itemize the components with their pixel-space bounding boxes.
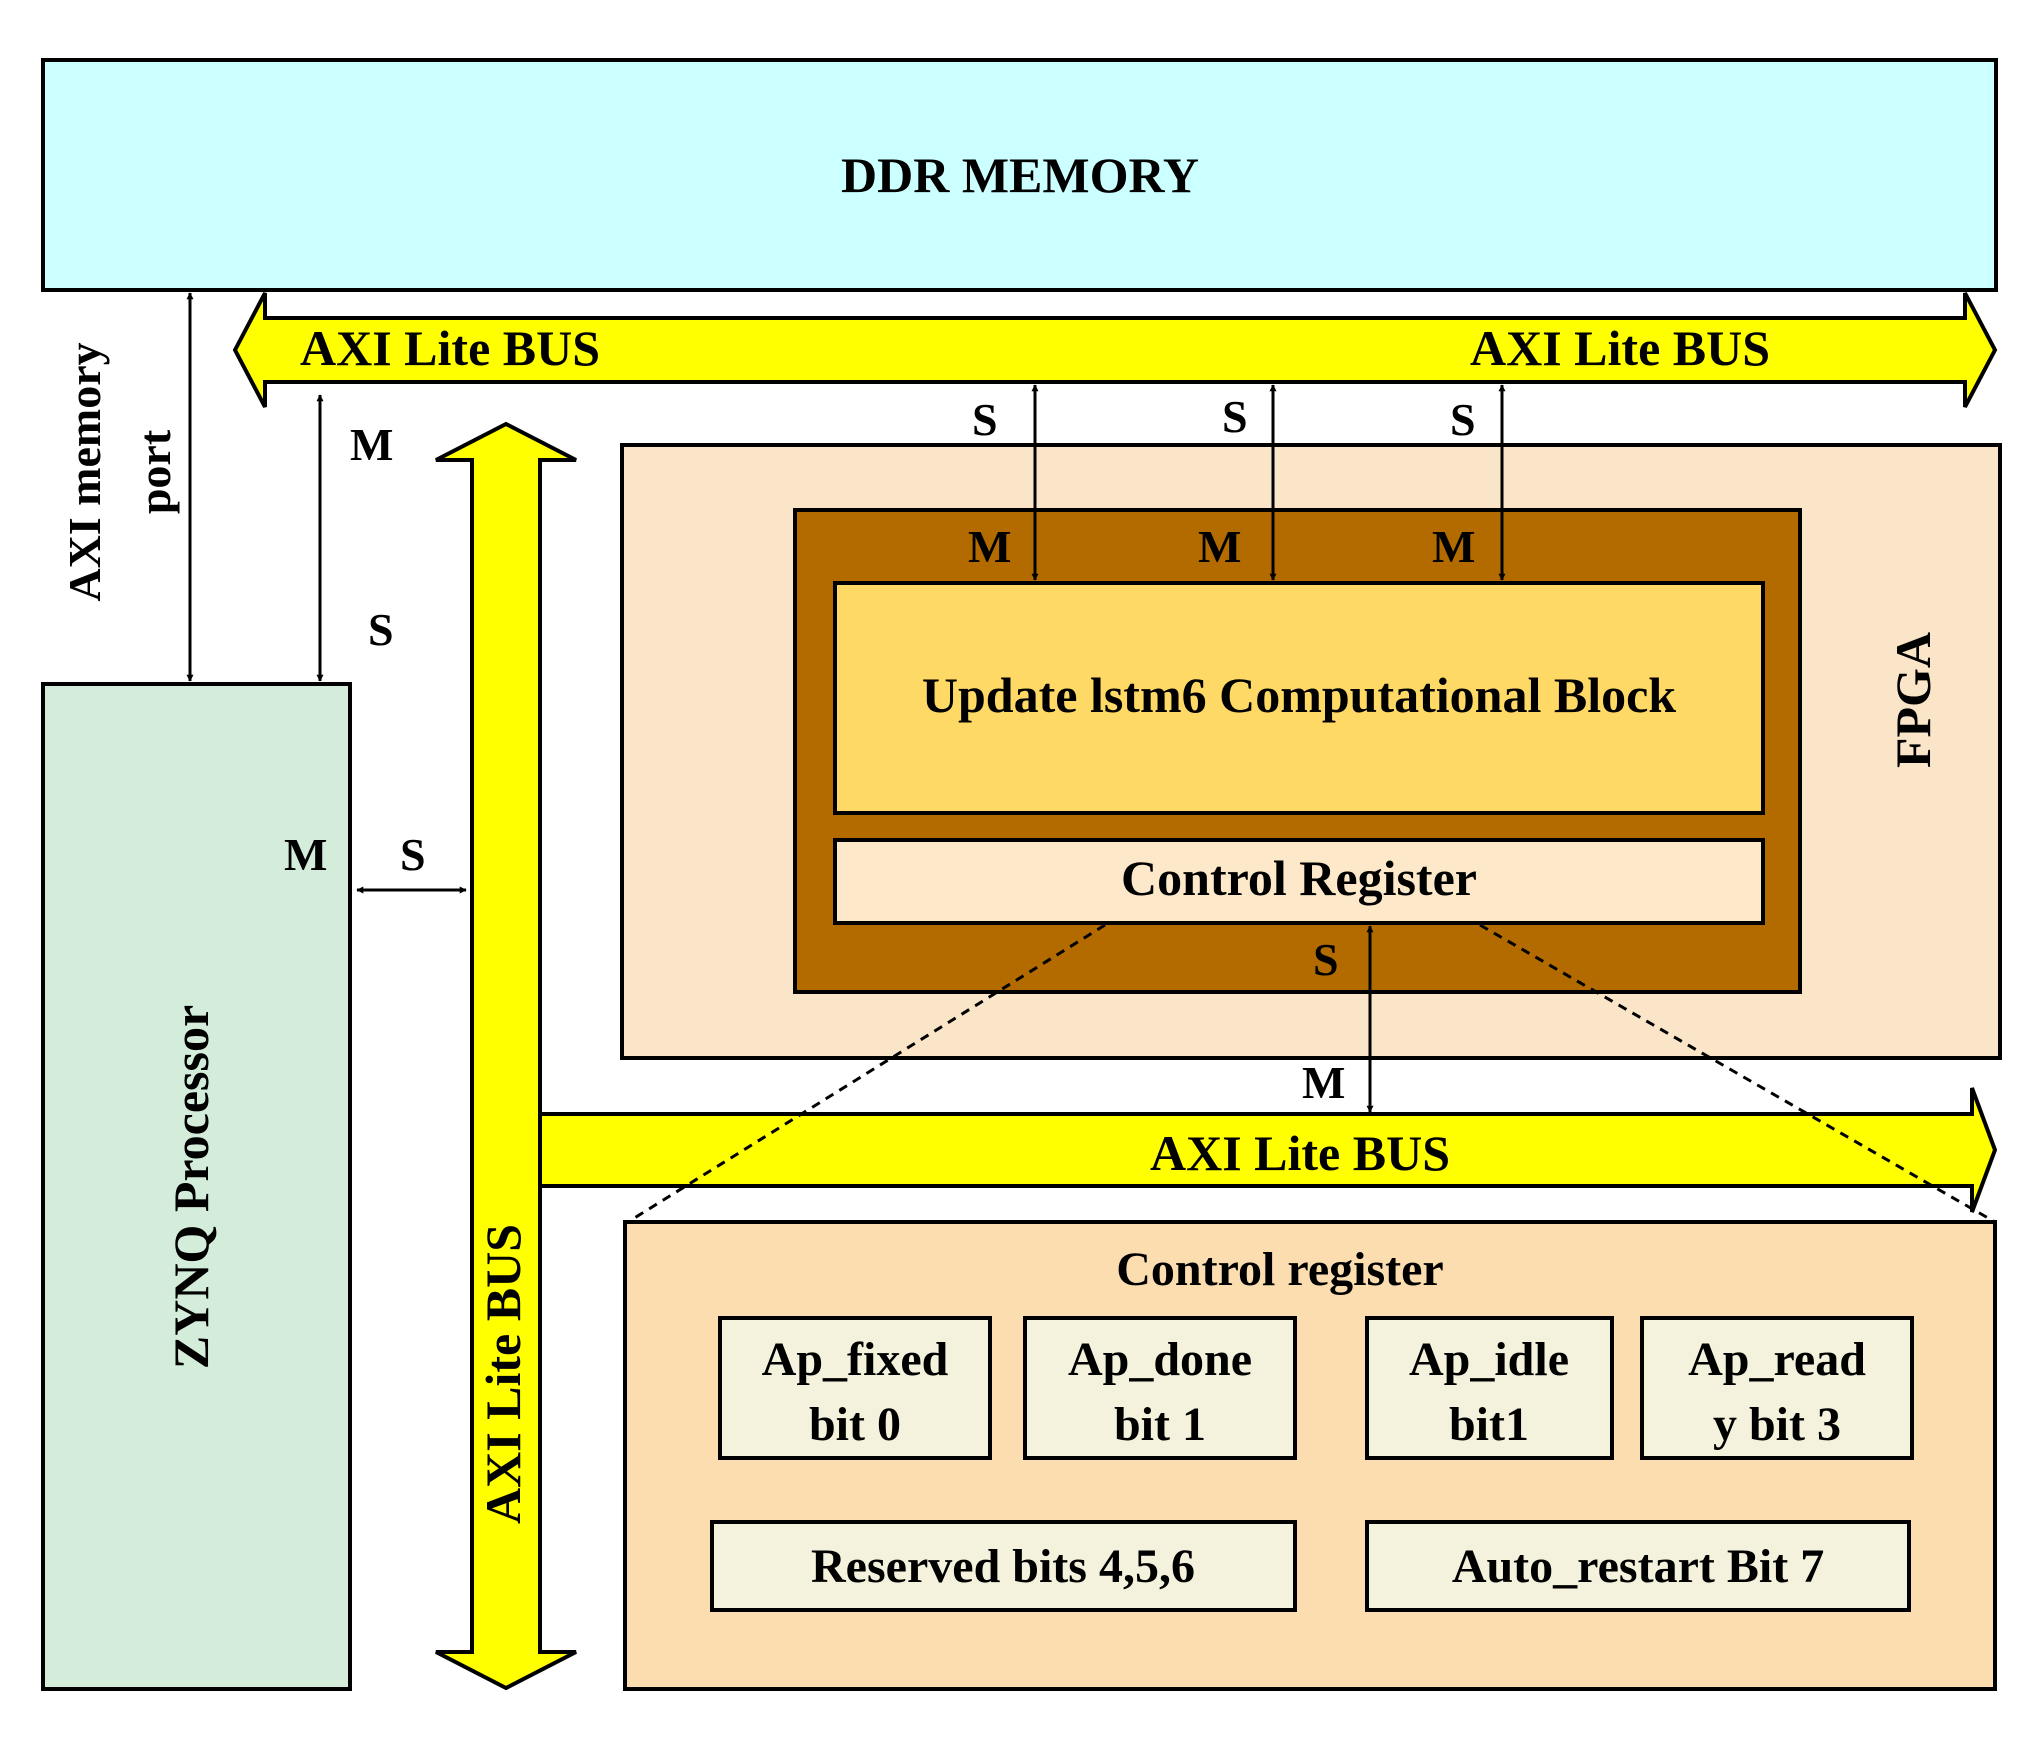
control-register-detail: Control register Ap_fixed bit 0 Ap_done … [623,1220,1997,1691]
control-register-detail-title: Control register [1116,1243,1443,1296]
zynq-processor-block: ZYNQ Processor [41,682,352,1691]
port-label-s: S [368,604,394,655]
port-label-m: M [968,521,1011,572]
port-label-s: S [400,829,426,880]
ddr-memory-label: DDR MEMORY [841,147,1199,203]
bit-index: y bit 3 [1713,1398,1841,1451]
memory-port-line1: AXI memory [59,342,110,601]
zoom-line-left [627,923,1106,1224]
bit-label: Ap_done [1068,1333,1252,1386]
bit-label: Ap_idle [1409,1333,1569,1386]
zoom-line-right [1479,923,1996,1224]
bit-box-ap-fixed: Ap_fixed bit 0 [718,1316,992,1460]
port-label-m: M [1432,521,1475,572]
port-label-s: S [972,394,998,445]
bit-index: bit1 [1449,1398,1529,1451]
control-register-bar: Control Register [833,838,1765,925]
top-bus-label-right: AXI Lite BUS [1470,320,1770,376]
bit-label: Ap_fixed [762,1333,949,1386]
port-label-s: S [1222,391,1248,442]
bit-box-ap-ready: Ap_read y bit 3 [1640,1316,1914,1460]
reserved-bits-box: Reserved bits 4,5,6 [710,1520,1297,1612]
bottom-axi-bus: AXI Lite BUS [531,1087,1998,1213]
bit-box-ap-idle: Ap_idle bit1 [1365,1316,1614,1460]
port-label-m: M [350,419,393,470]
ddr-memory-block: DDR MEMORY [41,58,1998,292]
top-bus-label-left: AXI Lite BUS [300,320,600,376]
vertical-bus-label: AXI Lite BUS [475,1224,531,1524]
bottom-bus-label: AXI Lite BUS [1150,1125,1450,1181]
vertical-axi-bus: AXI Lite BUS [435,421,577,1691]
memory-port-line2: port [129,429,180,514]
port-label-m: M [1198,521,1241,572]
auto-restart-box: Auto_restart Bit 7 [1365,1520,1911,1612]
bit-index: bit 0 [809,1398,901,1451]
processor-label: ZYNQ Processor [163,1005,219,1369]
port-label-s: S [1313,934,1339,985]
bit-box-ap-done: Ap_done bit 1 [1023,1316,1297,1460]
compute-block-label: Update lstm6 Computational Block [922,667,1676,723]
port-label-s: S [1450,394,1476,445]
bit-index: bit 1 [1114,1398,1206,1451]
reserved-bits-label: Reserved bits 4,5,6 [811,1540,1195,1593]
control-register-bar-label: Control Register [1121,850,1477,906]
compute-block: Update lstm6 Computational Block [833,581,1765,815]
bit-label: Ap_read [1688,1333,1866,1386]
bus-to-compute-arrows: S S S M M M [968,384,1506,581]
auto-restart-label: Auto_restart Bit 7 [1452,1540,1824,1593]
port-label-m: M [284,829,327,880]
top-axi-bus: AXI Lite BUS AXI Lite BUS [232,292,1998,408]
axi-memory-port-label: AXI memory port [59,342,180,601]
fpga-label: FPGA [1885,632,1941,768]
port-label-m: M [1302,1057,1345,1108]
